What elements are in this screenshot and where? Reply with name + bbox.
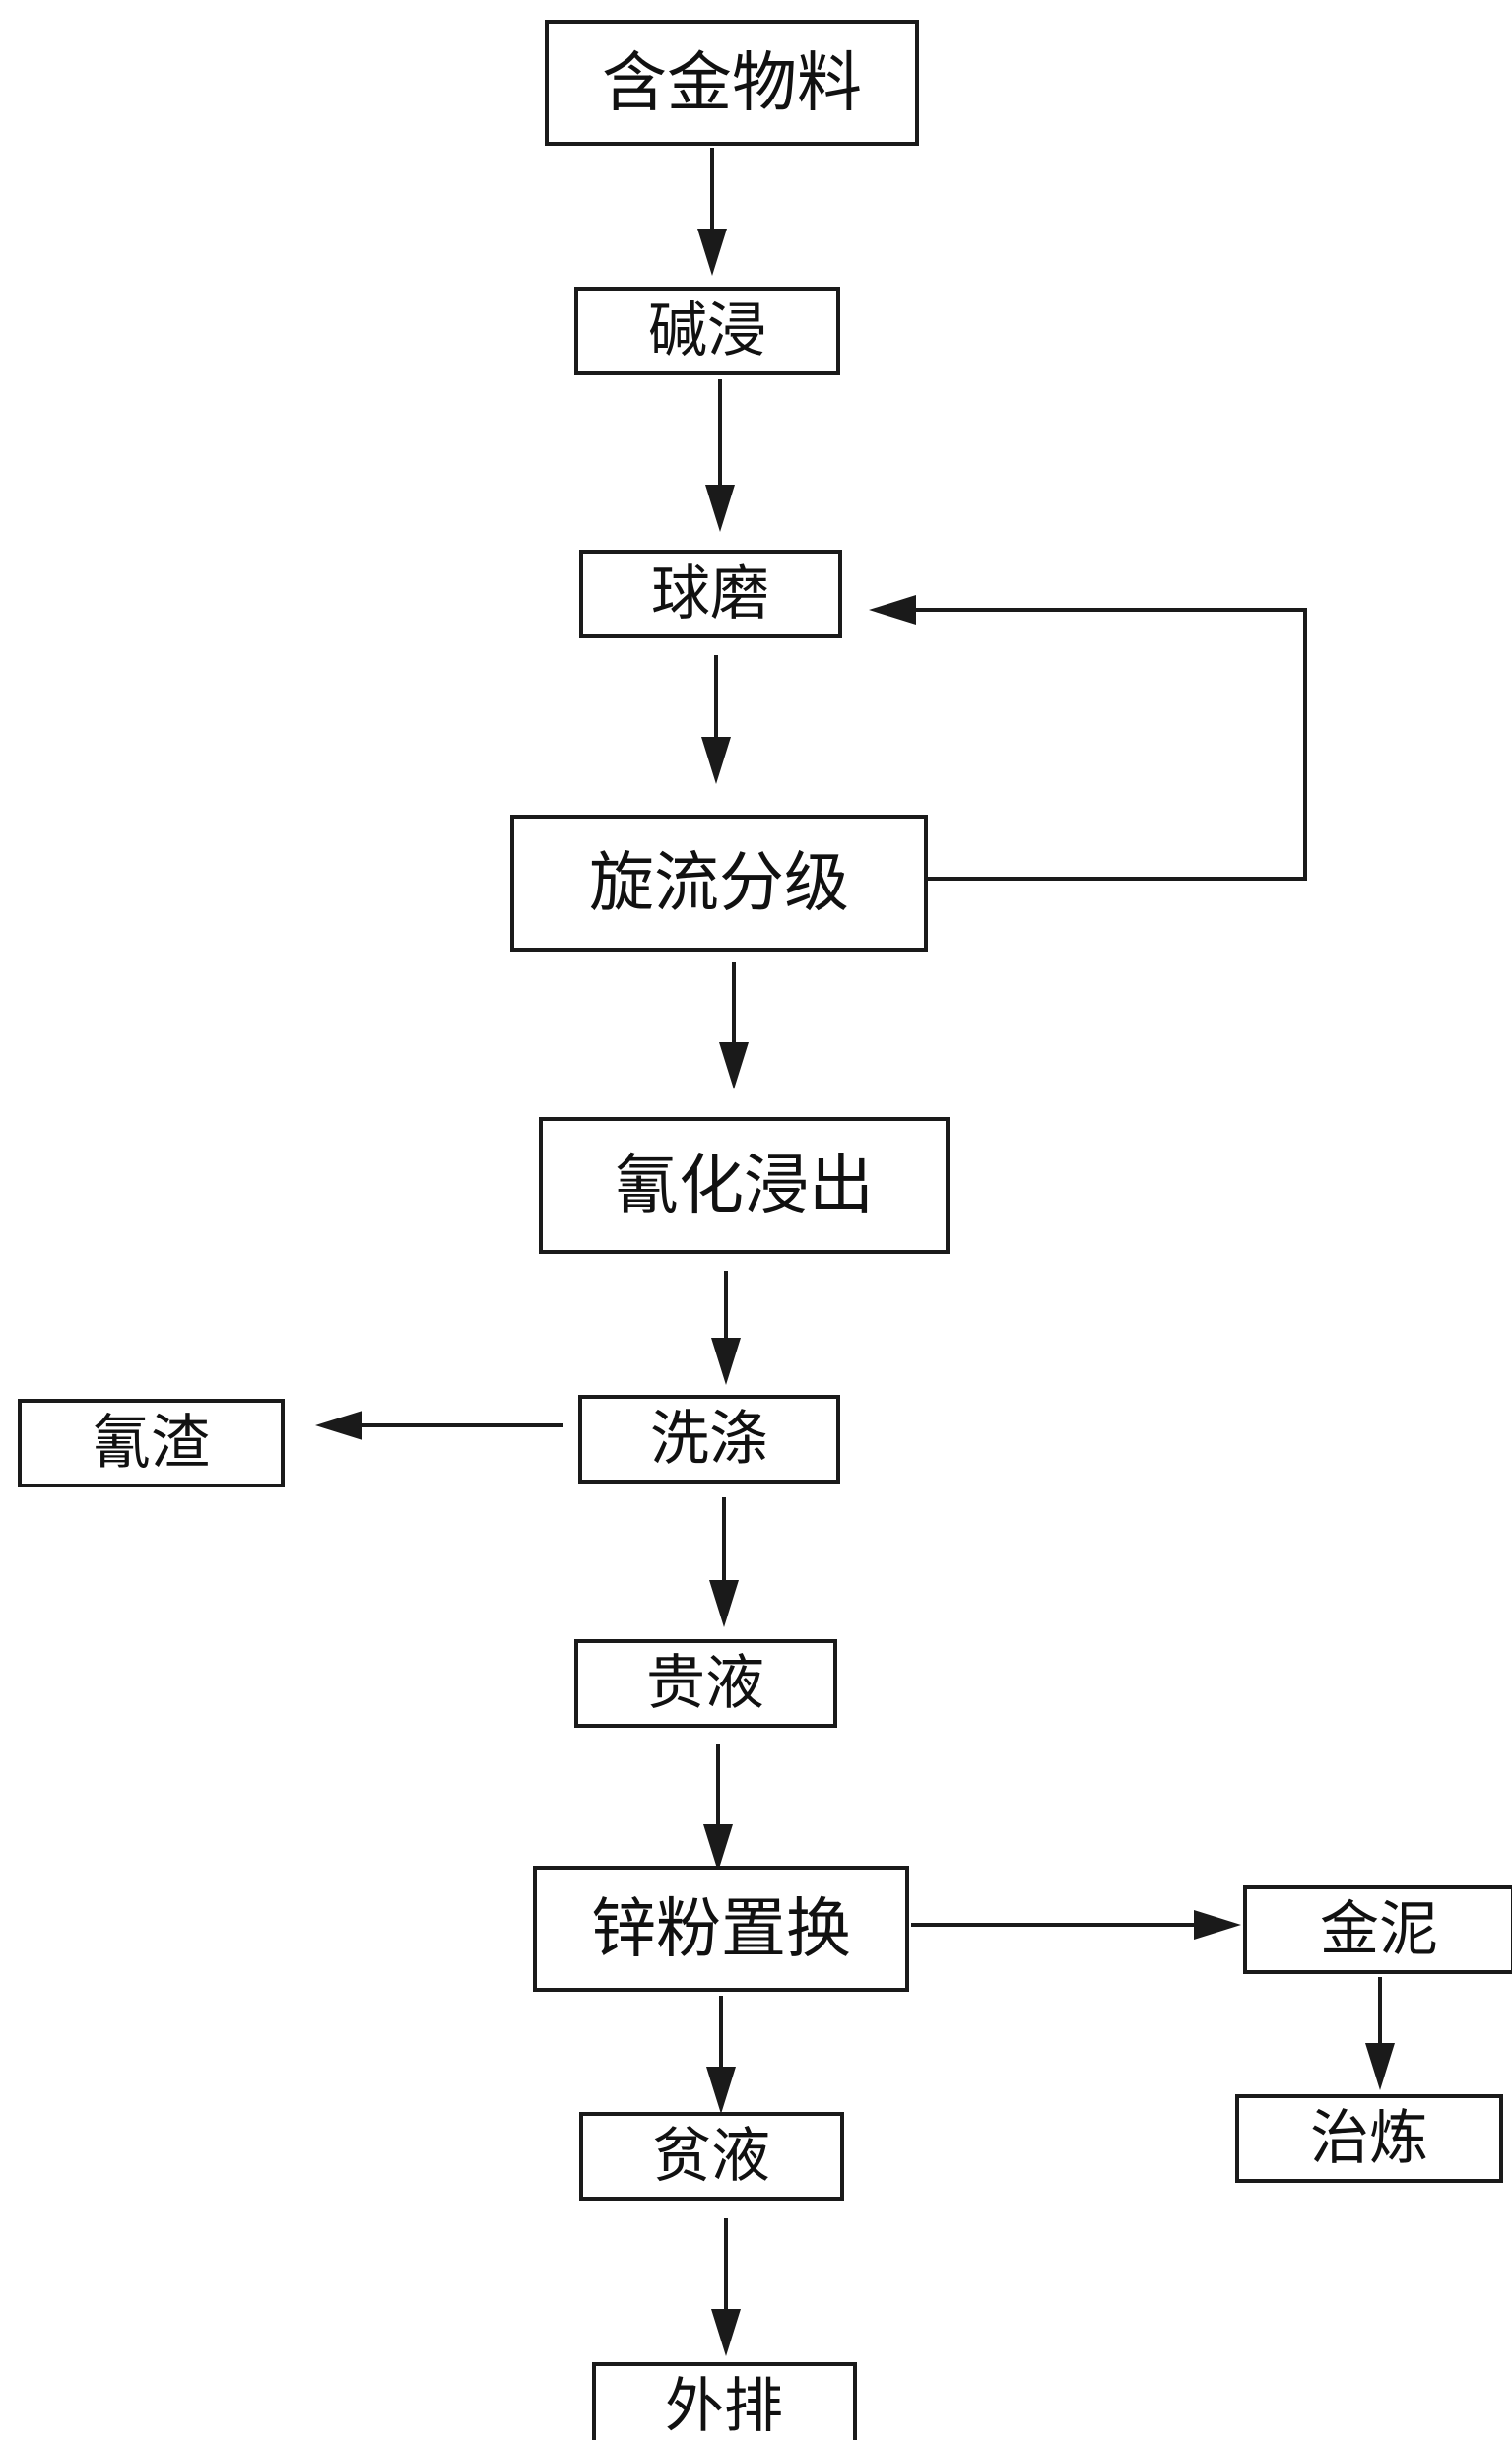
node-washing: 洗涤 xyxy=(578,1395,840,1484)
svg-text:氰化浸出: 氰化浸出 xyxy=(614,1148,874,1223)
svg-text:旋流分级: 旋流分级 xyxy=(589,845,849,921)
edge-zinc-precipitation-to-barren-solution xyxy=(706,1996,736,2114)
node-discharge: 外排 xyxy=(592,2362,857,2440)
edge-washing-to-pregnant-solution xyxy=(709,1497,739,1627)
node-pregnant-solution: 贵液 xyxy=(574,1639,837,1728)
edge-cyclone-recycle-to-ball-mill xyxy=(869,595,1307,881)
edge-pregnant-solution-to-zinc-precipitation xyxy=(703,1744,733,1872)
flow-edges xyxy=(315,148,1395,2356)
edge-feed-to-alkali-leach xyxy=(697,148,727,276)
node-ball-milling: 球磨 xyxy=(579,550,842,638)
edge-barren-solution-to-discharge xyxy=(711,2218,741,2356)
edge-cyanide-leach-to-washing xyxy=(711,1271,741,1385)
svg-text:球磨: 球磨 xyxy=(651,560,769,628)
edge-washing-to-cyanide-residue xyxy=(315,1411,563,1440)
node-smelting: 治炼 xyxy=(1235,2094,1503,2183)
svg-text:锌粉置换: 锌粉置换 xyxy=(591,1891,851,1967)
node-cyclone-classification: 旋流分级 xyxy=(510,815,928,952)
edge-alkali-leach-to-ball-mill xyxy=(705,379,735,532)
svg-text:碱浸: 碱浸 xyxy=(648,297,766,365)
flow-nodes: 含金物料 碱浸 球磨 旋流分级 氰化浸出 洗涤 氰渣 贵液 xyxy=(18,20,1512,2440)
edge-zinc-precipitation-to-gold-sludge xyxy=(911,1910,1241,1940)
node-alkali-leaching: 碱浸 xyxy=(574,287,840,375)
node-barren-solution: 贫液 xyxy=(579,2112,844,2201)
node-cyanide-leaching: 氰化浸出 xyxy=(539,1117,950,1254)
svg-text:外排: 外排 xyxy=(665,2372,783,2440)
svg-text:治炼: 治炼 xyxy=(1310,2104,1428,2173)
edge-cyclone-to-cyanide-leach xyxy=(719,962,749,1089)
svg-text:贫液: 贫液 xyxy=(652,2122,770,2191)
svg-text:氰渣: 氰渣 xyxy=(92,1409,210,1478)
node-gold-bearing-material: 含金物料 xyxy=(545,20,919,146)
svg-text:金泥: 金泥 xyxy=(1320,1895,1438,1964)
node-cyanide-residue: 氰渣 xyxy=(18,1399,285,1487)
node-gold-sludge: 金泥 xyxy=(1243,1885,1512,1974)
svg-text:洗涤: 洗涤 xyxy=(650,1405,768,1474)
edge-gold-sludge-to-smelting xyxy=(1365,1977,1395,2090)
svg-text:贵液: 贵液 xyxy=(646,1649,764,1718)
node-zinc-powder-precipitation: 锌粉置换 xyxy=(533,1866,909,1992)
edge-ball-mill-to-cyclone xyxy=(701,655,731,784)
svg-text:含金物料: 含金物料 xyxy=(602,45,862,121)
